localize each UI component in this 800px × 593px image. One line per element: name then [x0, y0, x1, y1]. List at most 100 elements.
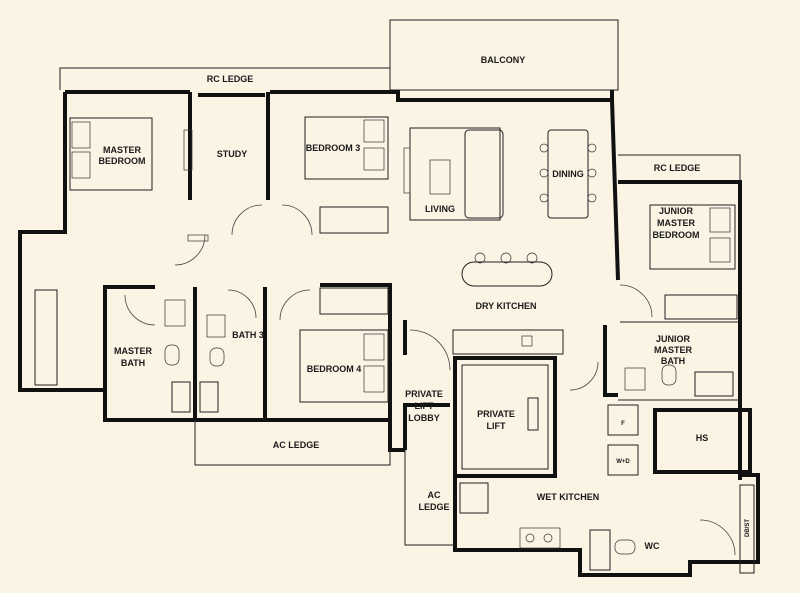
master-bed — [69, 117, 153, 191]
label-dry-kitchen: DRY KITCHEN — [475, 301, 536, 311]
label-bedroom3: BEDROOM 3 — [306, 143, 361, 153]
junior-master-door — [619, 284, 653, 318]
lobby-wall — [403, 403, 450, 450]
label-junior-master-bath-2: MASTER — [654, 345, 693, 355]
label-master-bath-1: MASTER — [114, 346, 153, 356]
wall-bed4 — [320, 283, 392, 420]
bedroom4-pillow-1 — [363, 333, 385, 361]
household-shelter — [653, 408, 752, 474]
rc-ledge-top-outline — [59, 67, 390, 90]
master-pillow-2 — [71, 151, 91, 179]
rc-ledge-right-outline — [618, 154, 741, 182]
bedroom3-pillow-2 — [363, 147, 385, 171]
label-hs: HS — [696, 433, 709, 443]
bath3-toilet — [209, 347, 225, 367]
bedroom4-bed — [299, 329, 389, 403]
counter-sink — [521, 335, 533, 347]
hob — [519, 527, 561, 549]
bedroom3-pillow-1 — [363, 119, 385, 143]
bath3-door — [227, 289, 257, 319]
tv-console — [403, 147, 411, 194]
lobby-door — [409, 329, 451, 371]
wet-kitchen-counter — [459, 482, 489, 514]
master-bath-sink — [164, 299, 186, 327]
fridge-box — [607, 404, 639, 436]
outer-wall-left — [18, 92, 67, 392]
junior-master-pillow-2 — [709, 237, 731, 263]
outer-wall-top-right — [270, 90, 614, 102]
label-bath3: BATH 3 — [232, 330, 264, 340]
living-table — [429, 159, 451, 195]
label-living: LIVING — [425, 204, 455, 214]
label-junior-master-bath-1: JUNIOR — [656, 334, 691, 344]
bedroom4-door — [279, 289, 311, 321]
label-ac-ledge-side-2: LEDGE — [418, 502, 449, 512]
dining-chair — [539, 168, 549, 178]
jm-bath-shower — [694, 371, 734, 397]
label-rc-ledge-top: RC LEDGE — [207, 74, 254, 84]
dining-chair — [539, 143, 549, 153]
label-wet-kitchen: WET KITCHEN — [537, 492, 600, 502]
bar-stool — [526, 252, 538, 264]
master-pillow-1 — [71, 121, 91, 149]
label-master-bath-2: BATH — [121, 358, 145, 368]
label-private-lift-lobby-3: LOBBY — [408, 413, 440, 423]
bedroom4-wardrobe — [319, 287, 389, 315]
master-bath-toilet — [164, 344, 180, 366]
master-door — [174, 234, 206, 266]
junior-master-wardrobe — [664, 294, 738, 320]
label-db-st: DB/ST — [745, 519, 751, 537]
jm-bath-door — [569, 361, 599, 391]
label-private-lift-1: PRIVATE — [477, 409, 515, 419]
private-lift-outer — [453, 356, 557, 478]
study-desk — [183, 129, 193, 171]
bedroom3-bed — [304, 116, 389, 180]
dining-chair — [587, 168, 597, 178]
label-junior-master-bedroom-2: MASTER — [657, 218, 696, 228]
wc-shower — [589, 529, 611, 571]
bar-stool — [500, 252, 512, 264]
wall-jm-bath — [603, 325, 618, 397]
label-junior-master-bedroom-3: BEDROOM — [653, 230, 700, 240]
db-st-box — [739, 484, 755, 574]
junior-master-pillow-1 — [709, 207, 731, 233]
jm-bath-toilet — [661, 364, 677, 386]
label-study: STUDY — [217, 149, 248, 159]
label-balcony: BALCONY — [481, 55, 526, 65]
label-bedroom4: BEDROOM 4 — [307, 364, 362, 374]
bar-stool — [474, 252, 486, 264]
ac-ledge-side-outline — [404, 450, 455, 546]
label-wc: WC — [645, 541, 660, 551]
outer-wall-bottom-left — [35, 388, 405, 452]
label-junior-master-bath-3: BATH — [661, 356, 685, 366]
label-ac-ledge-side-1: AC — [428, 490, 441, 500]
bedroom3-door — [281, 204, 313, 236]
label-private-lift-2: LIFT — [487, 421, 506, 431]
dining-chair — [539, 193, 549, 203]
hob-burner — [543, 533, 553, 543]
label-rc-ledge-right: RC LEDGE — [654, 163, 701, 173]
dining-chair — [587, 193, 597, 203]
label-fridge: F — [621, 421, 625, 427]
balcony-outline — [389, 19, 619, 91]
ac-ledge-bottom-outline — [194, 420, 391, 466]
label-ac-ledge-bottom: AC LEDGE — [273, 440, 320, 450]
study-door — [231, 204, 263, 236]
junior-master-bed — [649, 204, 736, 270]
label-private-lift-lobby-1: PRIVATE — [405, 389, 443, 399]
study-shelf — [187, 234, 209, 242]
wc-door — [699, 519, 736, 556]
bedroom3-wardrobe — [319, 206, 389, 234]
sofa — [464, 129, 504, 219]
lift-door-panel — [527, 397, 539, 431]
dining-chair — [587, 143, 597, 153]
bath3-shower — [199, 381, 219, 413]
master-wardrobe — [34, 289, 58, 386]
label-master-bedroom-1: MASTER — [103, 145, 142, 155]
label-washer-dryer: W+D — [616, 459, 630, 465]
dry-kitchen-counter — [452, 329, 564, 355]
washer-dryer-box — [607, 444, 639, 476]
private-lift-inner — [461, 364, 549, 470]
label-junior-master-bedroom-1: JUNIOR — [659, 206, 694, 216]
